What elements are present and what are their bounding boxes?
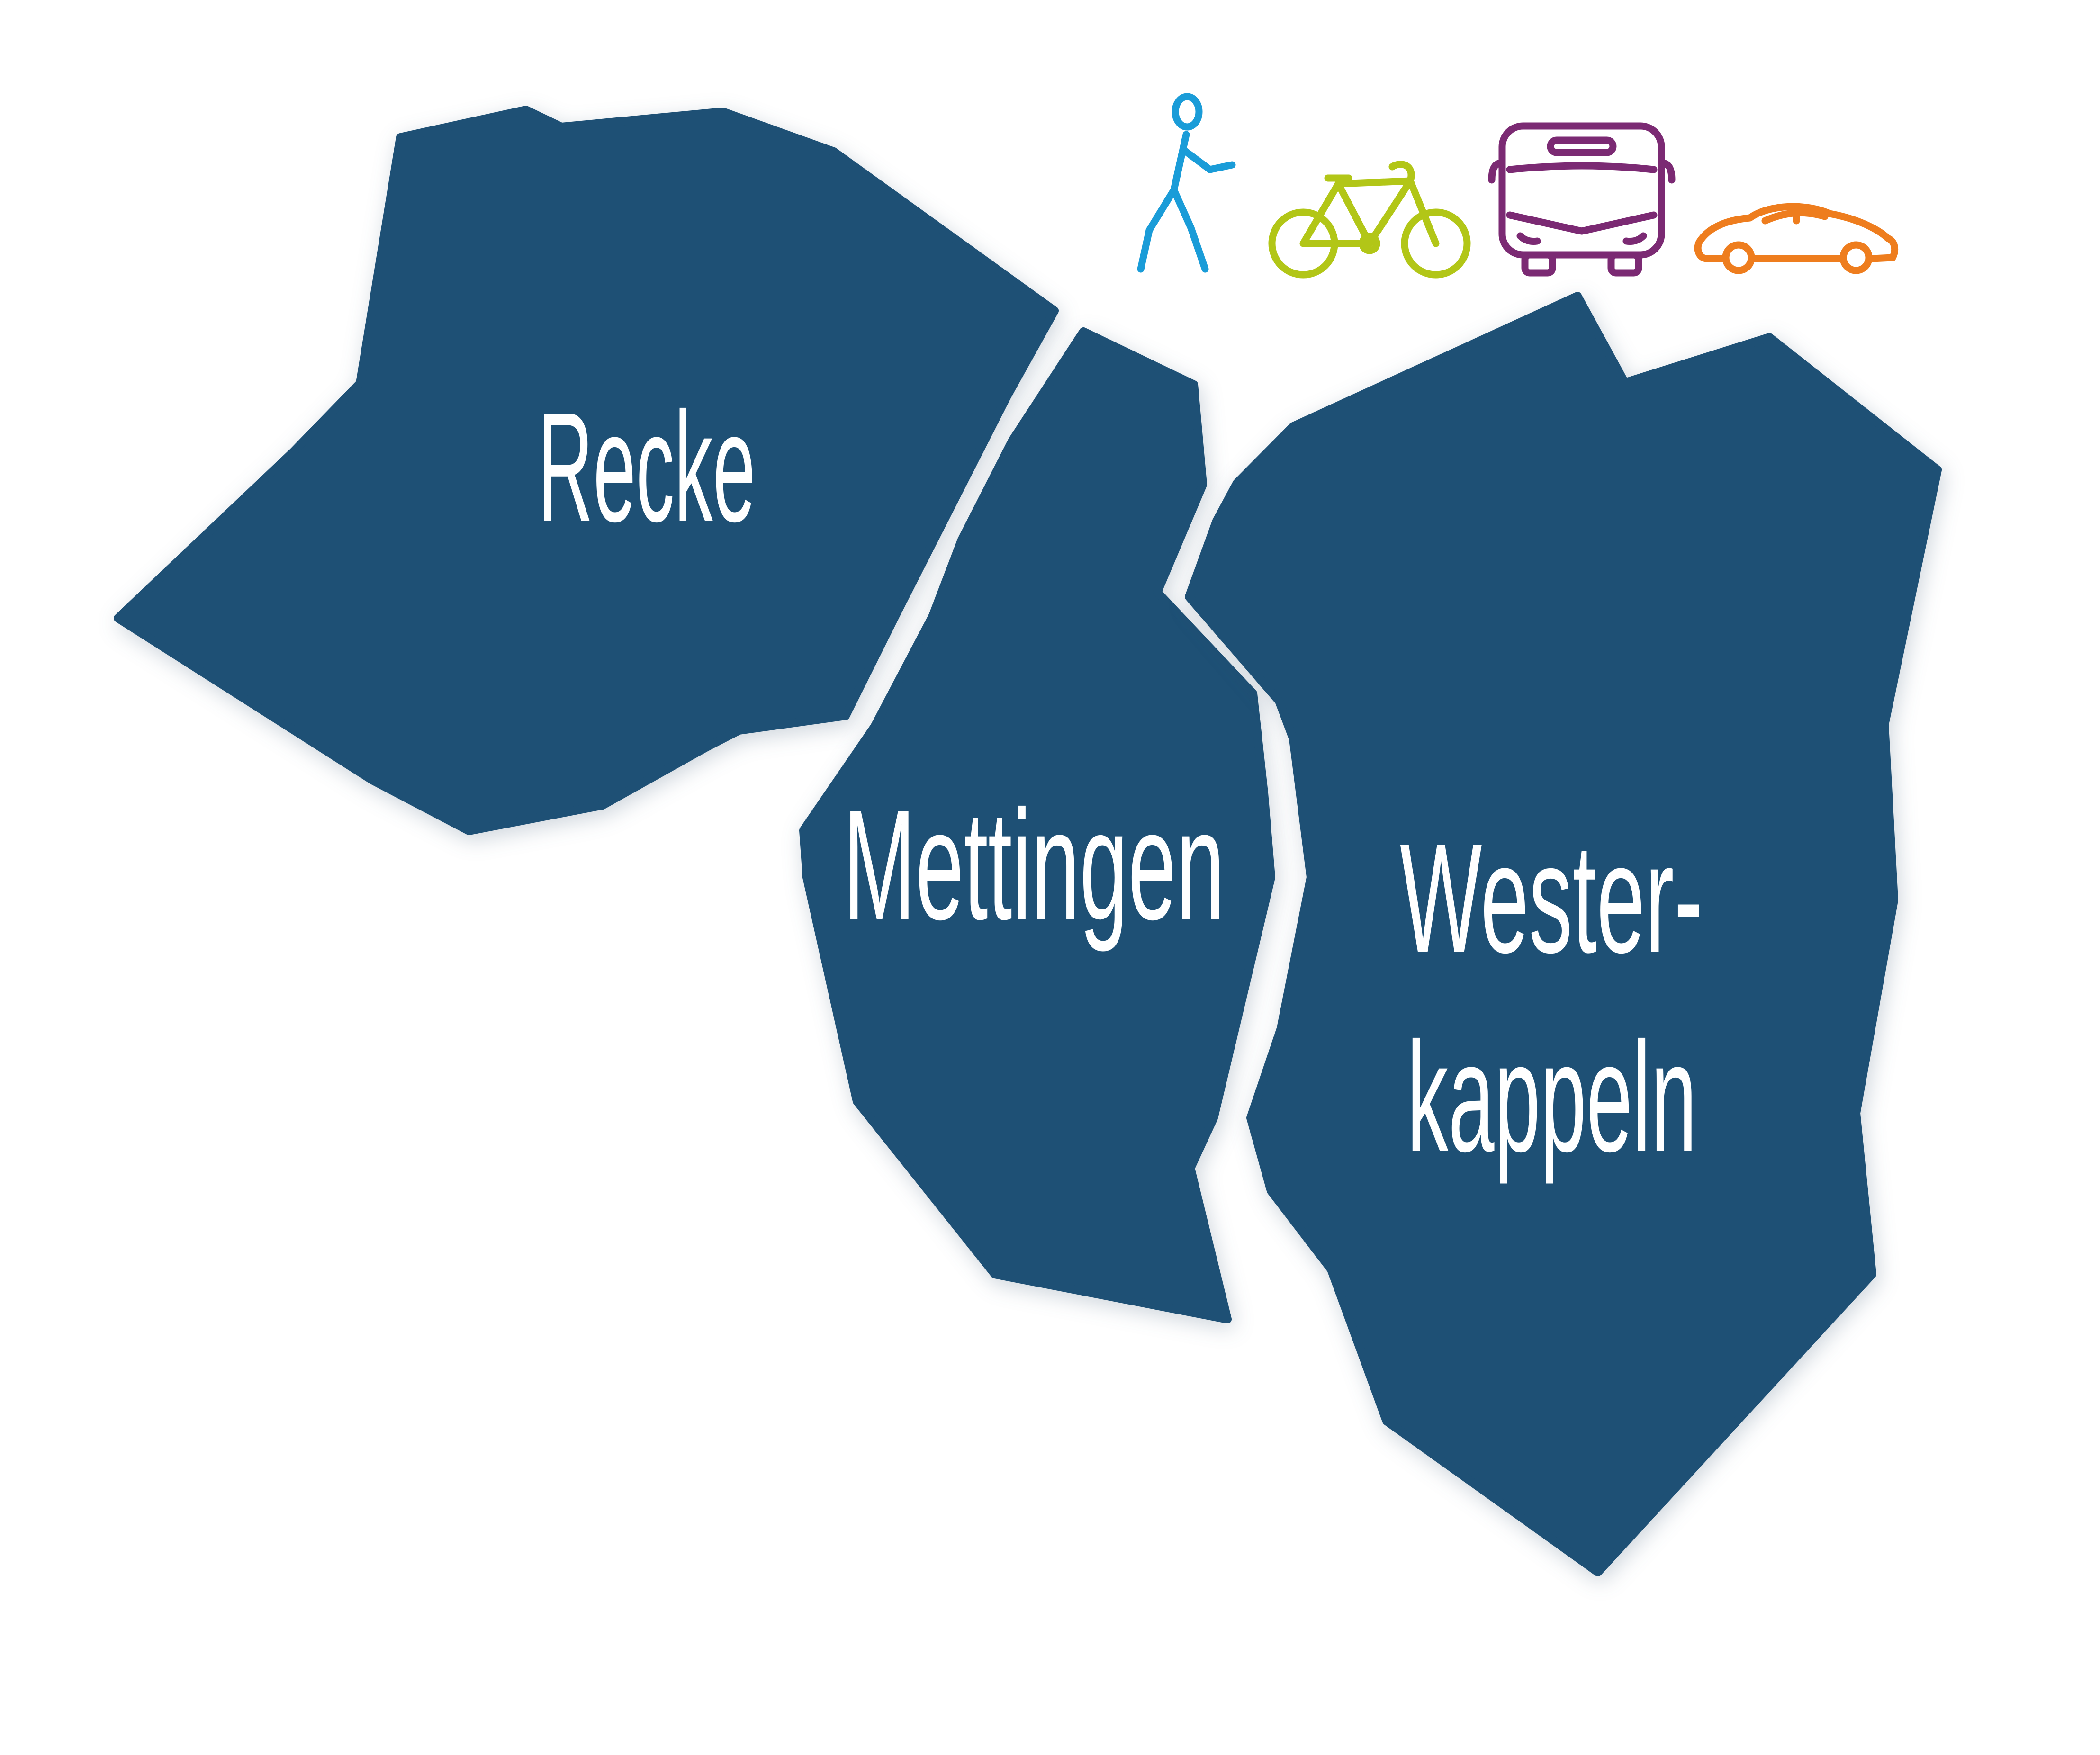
bus-right-wheel [1607, 251, 1642, 277]
car-icon [1694, 203, 1899, 274]
bus-right-headlight [1622, 232, 1647, 245]
bicycle-icon [1268, 161, 1471, 279]
bus-windshield-top [1506, 162, 1658, 173]
label-westerkappeln-line1: Wester- [1400, 810, 1703, 985]
bus-windshield-bottom [1506, 211, 1658, 235]
label-recke: Recke [538, 379, 756, 554]
bus-icon [1488, 122, 1676, 277]
transport-legend [1137, 93, 1899, 279]
pedestrian-head [1172, 93, 1203, 131]
pedestrian-arm [1180, 146, 1236, 173]
bicycle-crank [1359, 233, 1380, 254]
car-rear-wheel [1722, 241, 1755, 274]
region-westerkappeln [1185, 292, 1942, 1576]
bus-destination-sign [1547, 136, 1617, 156]
bus-right-mirror [1658, 159, 1676, 184]
bus-left-mirror [1488, 159, 1506, 184]
pedestrian-torso [1170, 131, 1190, 194]
bus-left-headlight [1516, 232, 1541, 245]
car-body [1694, 203, 1899, 262]
bicycle-front-wheel [1401, 208, 1471, 279]
region-recke [114, 106, 1059, 835]
car-front-wheel [1839, 241, 1873, 274]
label-mettingen: Mettingen [843, 777, 1225, 953]
bicycle-frame-rear [1299, 180, 1373, 247]
map-regions [114, 106, 1942, 1576]
label-westerkappeln-line2: kappeln [1407, 1009, 1697, 1185]
bicycle-down-tube [1366, 177, 1414, 247]
pedestrian-icon [1137, 93, 1236, 273]
pedestrian-front-leg [1137, 186, 1178, 273]
bus-left-wheel [1521, 251, 1556, 277]
pedestrian-back-leg [1170, 186, 1209, 273]
car-underside [1703, 254, 1896, 262]
region-mettingen [799, 327, 1275, 1323]
bicycle-handlebar [1388, 161, 1415, 185]
region-labels: Recke Mettingen Wester- kappeln [538, 379, 1703, 1185]
bus-body [1498, 122, 1665, 259]
